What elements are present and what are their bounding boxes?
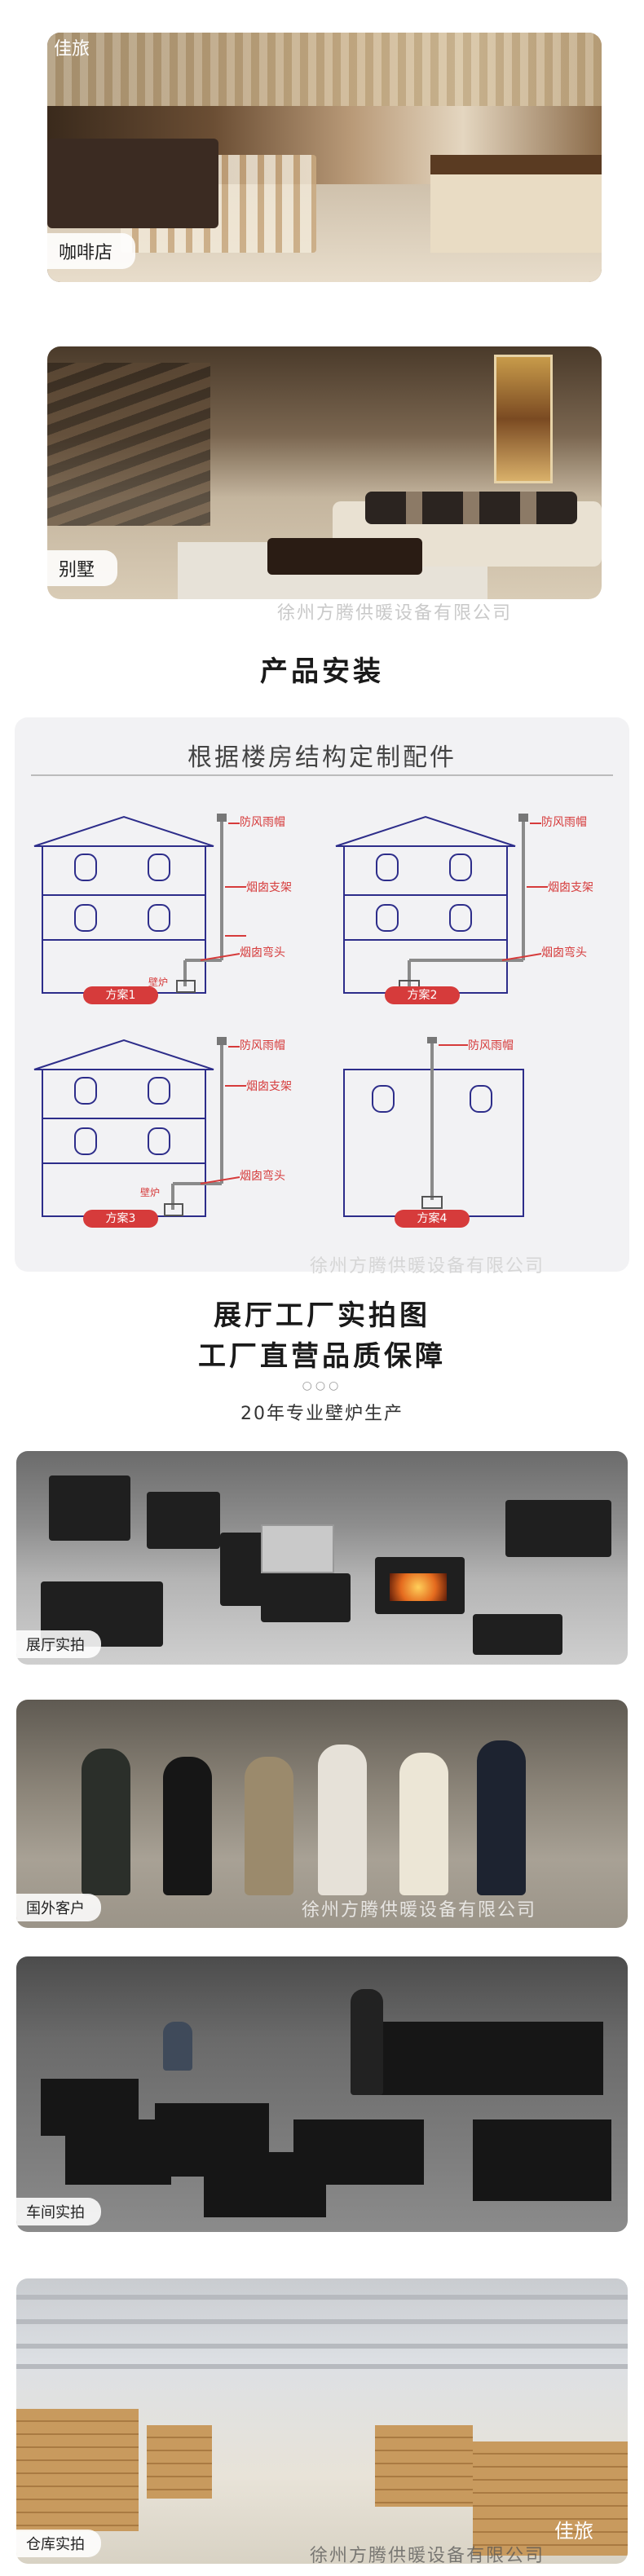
scheme-4-diagram: 防风雨帽 方案4 [328, 1037, 597, 1228]
warehouse-photo: 仓库实拍 佳旅 徐州方腾供暖设备有限公司 [16, 2278, 628, 2564]
factory-subline: 20年专业壁炉生产 [240, 1404, 404, 1424]
scheme-3-bracket-label: 烟囱支架 [246, 1080, 292, 1093]
scheme-4-label: 方案4 [395, 1210, 470, 1228]
villa-photo: 别墅 [47, 346, 602, 599]
scheme-1-diagram: 防风雨帽 烟囱支架 烟囱弯头 壁炉 方案1 [26, 814, 295, 1004]
worker [163, 2022, 192, 2071]
villa-stairs [47, 363, 210, 526]
stove-body [293, 2119, 424, 2185]
diagram-title: 根据楼房结构定制配件 [187, 743, 457, 772]
silver-stove [261, 1524, 334, 1573]
scheme-3-cap-label: 防风雨帽 [240, 1039, 285, 1052]
stove-body [65, 2119, 171, 2185]
scheme-1-elbow-label: 烟囱弯头 [240, 946, 285, 959]
person [245, 1757, 293, 1895]
corner-brand: 佳旅 [54, 39, 90, 60]
roof-beam [16, 2344, 628, 2349]
cafe-photo: 佳旅 咖啡店 [47, 33, 602, 282]
scheme-3-fireplace-label: 壁炉 [140, 1187, 161, 1198]
cafe-label: 咖啡店 [47, 233, 136, 269]
stove [473, 1614, 562, 1655]
install-diagram-card: 根据楼房结构定制配件 防风雨帽 烟囱支架 烟囱弯头 壁炉 方案1 [15, 717, 629, 1272]
showroom-photo: 展厅实拍 [16, 1451, 628, 1665]
warehouse-watermark: 徐州方腾供暖设备有限公司 [310, 2546, 545, 2564]
cargo-stack [473, 2441, 628, 2556]
scheme-1-label: 方案1 [83, 986, 158, 1004]
showroom-label: 展厅实拍 [16, 1630, 101, 1658]
cafe-ceiling [47, 33, 602, 106]
stove [261, 1573, 351, 1622]
customers-label: 国外客户 [16, 1894, 101, 1921]
cargo-stack [375, 2425, 473, 2507]
villa-label: 别墅 [47, 550, 118, 586]
villa-watermark: 徐州方腾供暖设备有限公司 [277, 603, 513, 624]
workshop-label: 车间实拍 [16, 2198, 101, 2225]
customers-photo: 国外客户 徐州方腾供暖设备有限公司 [16, 1700, 628, 1928]
stove-row [367, 2022, 603, 2095]
stove [147, 1492, 220, 1549]
villa-coffee-table [267, 538, 422, 575]
customers-watermark: 徐州方腾供暖设备有限公司 [302, 1900, 537, 1921]
person [318, 1745, 367, 1895]
scheme-1-bracket-label: 烟囱支架 [246, 881, 292, 894]
scheme-2-bracket-label: 烟囱支架 [548, 881, 593, 894]
scheme-4-cap-label: 防风雨帽 [468, 1039, 514, 1052]
person [82, 1749, 130, 1895]
person [163, 1757, 212, 1895]
stove-body [473, 2119, 611, 2201]
person [399, 1753, 448, 1895]
decorative-dots: ○○○ [302, 1379, 342, 1392]
scheme-2-cap-label: 防风雨帽 [541, 816, 587, 829]
diagram-watermark: 徐州方腾供暖设备有限公司 [310, 1256, 545, 1277]
factory-title-line1: 展厅工厂实拍图 [214, 1299, 430, 1332]
worker [351, 1989, 383, 2095]
warehouse-label: 仓库实拍 [16, 2530, 101, 2557]
cafe-counter [430, 155, 602, 253]
scheme-2-elbow-label: 烟囱弯头 [541, 946, 587, 959]
stove-fire [390, 1573, 447, 1601]
diagram-divider [31, 774, 613, 776]
workshop-photo: 车间实拍 [16, 1956, 628, 2232]
stove [49, 1475, 130, 1541]
person [477, 1740, 526, 1895]
cargo-stack [147, 2425, 212, 2499]
villa-painting [494, 355, 553, 483]
scheme-1-cap-label: 防风雨帽 [240, 816, 285, 829]
scheme-3-diagram: 防风雨帽 烟囱支架 烟囱弯头 壁炉 方案3 [26, 1037, 295, 1228]
scheme-2-diagram: 防风雨帽 烟囱支架 烟囱弯头 方案2 [328, 814, 597, 1004]
scheme-3-elbow-label: 烟囱弯头 [240, 1170, 285, 1183]
factory-title-line2: 工厂直营品质保障 [198, 1340, 446, 1373]
scheme-2-label: 方案2 [385, 986, 460, 1004]
brand-mark: 佳旅 [554, 2520, 593, 2543]
scheme-1-fireplace-label: 壁炉 [148, 977, 169, 988]
cafe-sofa [47, 139, 218, 228]
scheme-3-label: 方案3 [83, 1210, 158, 1228]
roof-beam [16, 2364, 628, 2369]
roof-beam [16, 2319, 628, 2324]
villa-pillows [365, 492, 577, 524]
cargo-stack [16, 2409, 139, 2531]
roof-beam [16, 2295, 628, 2300]
install-title: 产品安装 [260, 655, 384, 688]
stove [505, 1500, 611, 1557]
